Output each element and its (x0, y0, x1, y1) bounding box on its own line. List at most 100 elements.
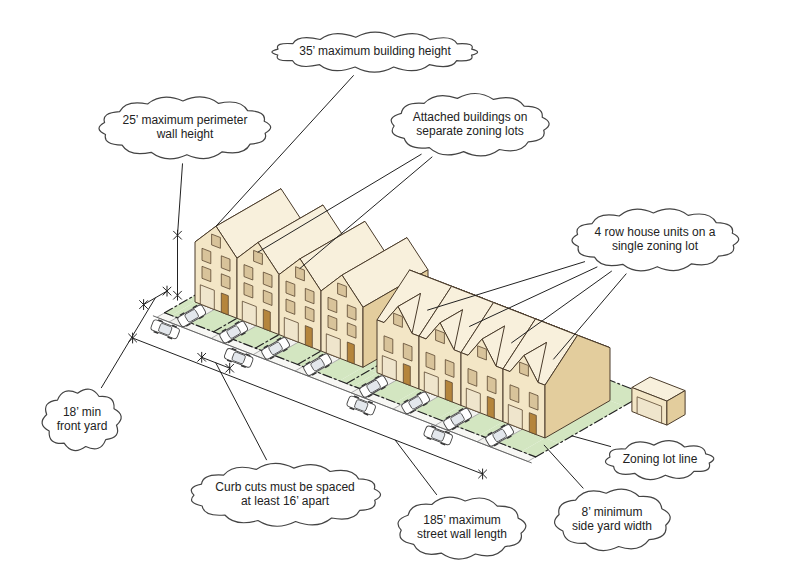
car-body (303, 353, 333, 377)
car (218, 319, 249, 345)
dimension-tick (167, 286, 168, 296)
callout-cloud: Attached buildings on separate zoning lo… (383, 87, 556, 163)
dimension-tick (177, 290, 178, 300)
dimension-tick (198, 353, 206, 361)
cloud-shape (99, 97, 271, 159)
window (305, 306, 314, 321)
driveway (169, 304, 214, 328)
dimension-line (133, 338, 483, 474)
dimension-tick (229, 363, 230, 373)
window (305, 288, 314, 303)
callout-cloud: 18’ min front yard (35, 382, 128, 458)
cloud-shape (392, 94, 550, 156)
car-cabin (431, 429, 445, 442)
car (442, 406, 473, 432)
side-wall (545, 335, 610, 438)
car-cabin (408, 396, 423, 410)
car-cabin (158, 323, 172, 336)
dimension-tick (163, 287, 171, 295)
window (328, 315, 337, 330)
dimension-tick (201, 352, 202, 362)
window (263, 272, 272, 287)
window (529, 392, 538, 410)
dimension-tick (163, 287, 171, 295)
callout-cloud: 35’ maximum building height (265, 26, 485, 78)
window (445, 360, 454, 378)
driveway (351, 375, 396, 398)
callout-cloud: Zoning lot line (598, 434, 721, 486)
callout-cloud: 8’ minimum side yard width (547, 482, 678, 558)
cloud-shape (606, 441, 714, 480)
cloud-shape (272, 32, 478, 72)
leader-line (428, 262, 585, 310)
door (263, 309, 270, 331)
cloud-shape (398, 497, 526, 559)
garage-wall (667, 391, 685, 426)
car-cabin (268, 342, 283, 356)
front-wall (321, 275, 363, 367)
leader-line (258, 154, 421, 252)
driveway (211, 320, 256, 343)
callout-cloud: Curb cuts must be spaced at least 16’ ap… (183, 457, 388, 533)
dimension-tick (143, 300, 144, 310)
window (244, 265, 253, 280)
dimension-tick (479, 470, 487, 478)
cloud-shape (191, 464, 380, 527)
window (487, 376, 496, 394)
callout-cloud: 185’ maximum street wall length (390, 490, 533, 566)
leader-line (470, 267, 597, 326)
dimension-tick (226, 364, 234, 372)
front-wall (237, 243, 279, 335)
door (305, 326, 312, 348)
dimension-tick (198, 353, 206, 361)
leader-line (395, 440, 437, 495)
driveway (435, 407, 480, 430)
front-wall (195, 226, 237, 318)
window (263, 290, 272, 305)
cloud-shape (572, 209, 739, 271)
window (403, 343, 412, 361)
window (221, 256, 230, 271)
window (520, 362, 529, 376)
callout-text: 185’ maximum street wall length (416, 514, 509, 542)
garage-wall (632, 388, 667, 426)
driveway (393, 391, 438, 414)
callout-cloud: 4 row house units on a single zoning lot (565, 202, 746, 278)
window (202, 248, 211, 263)
door (221, 293, 228, 315)
car-body (401, 391, 431, 415)
window (347, 323, 356, 338)
callout-text: 4 row house units on a single zoning lot (593, 226, 716, 254)
car-cabin (231, 352, 245, 365)
dimension-tick (174, 291, 182, 299)
callout-text: Attached buildings on separate zoning lo… (412, 111, 529, 139)
window (221, 274, 230, 289)
dimension-tick (482, 469, 483, 479)
car (358, 373, 389, 399)
leader-line (178, 164, 183, 235)
car (400, 390, 431, 416)
car-cabin (354, 399, 368, 412)
driveway (477, 424, 522, 448)
leader-line (554, 274, 627, 359)
window (384, 336, 393, 354)
car-body (219, 320, 249, 344)
window (338, 283, 347, 297)
window (244, 283, 253, 298)
cloud-shape (42, 389, 121, 450)
dimension-tick (479, 470, 487, 478)
driveway (295, 353, 340, 376)
leader-line (512, 271, 612, 343)
callout-text: 18’ min front yard (56, 406, 109, 434)
leader-line (300, 157, 432, 268)
car-body (423, 425, 453, 445)
window (510, 385, 519, 403)
window (286, 299, 295, 314)
dimension-tick (140, 301, 148, 309)
window (426, 352, 435, 370)
window (286, 281, 295, 296)
window (328, 297, 337, 312)
